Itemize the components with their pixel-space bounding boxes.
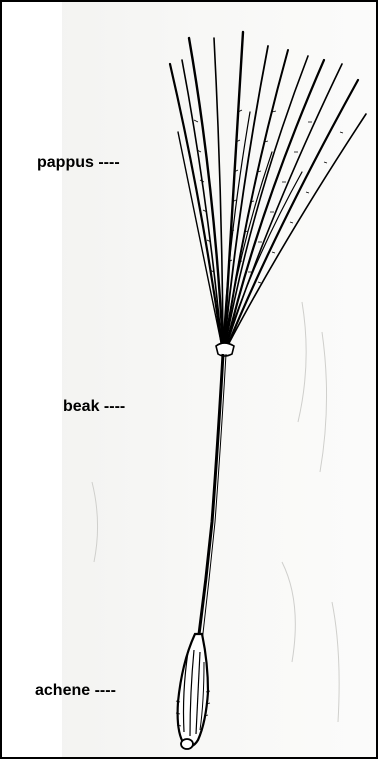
pappus-collar <box>216 343 234 356</box>
pappus-bristles <box>170 32 366 347</box>
beak-stalk <box>198 354 223 642</box>
label-achene: achene ---- <box>35 683 116 699</box>
label-beak: beak ---- <box>63 399 125 415</box>
label-pappus: pappus ---- <box>37 155 120 171</box>
achene-body <box>176 634 210 749</box>
